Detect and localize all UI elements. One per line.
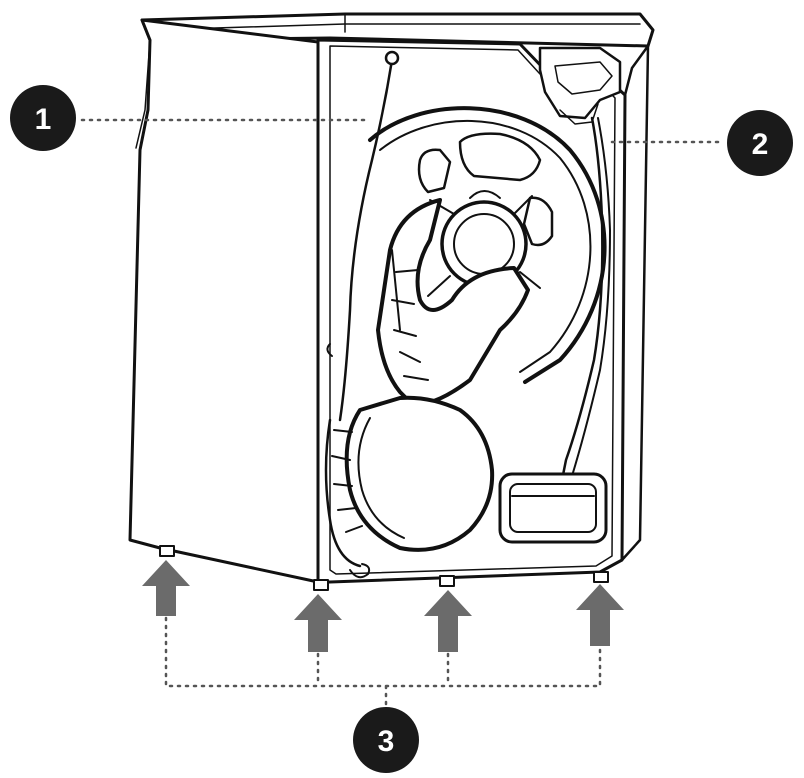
foot-2 [313,579,329,591]
cabinet-side-panel [128,18,320,584]
up-arrow-icon [294,594,342,652]
callout-label-3: 3 [378,725,395,758]
foot-1 [159,545,175,557]
power-cable [338,58,394,422]
numbered-circle-icon [10,85,76,151]
leader-lines [80,118,724,708]
pump-housing [344,395,495,552]
up-arrow-icon [424,590,472,652]
numbered-circle-icon [353,707,419,773]
water-inlet-assembly [538,46,622,125]
numbered-circle-icon [727,110,793,176]
up-arrow-icon [142,560,190,616]
tub-outer-arc [368,106,607,384]
support-arrows [142,560,624,652]
callout-label-2: 2 [752,128,769,161]
drain-hose [560,116,604,482]
duct-body [376,198,530,406]
up-arrow-icon [576,584,624,646]
foot-3 [439,575,455,587]
leader-line-3 [164,616,602,708]
callout-2: 2 [727,110,793,176]
callout-1: 1 [10,85,76,151]
tub-assembly [159,50,611,591]
callout-label-1: 1 [35,103,52,136]
callout-3: 3 [353,707,419,773]
foot-4 [593,571,609,583]
filter-access-panel [498,472,608,544]
